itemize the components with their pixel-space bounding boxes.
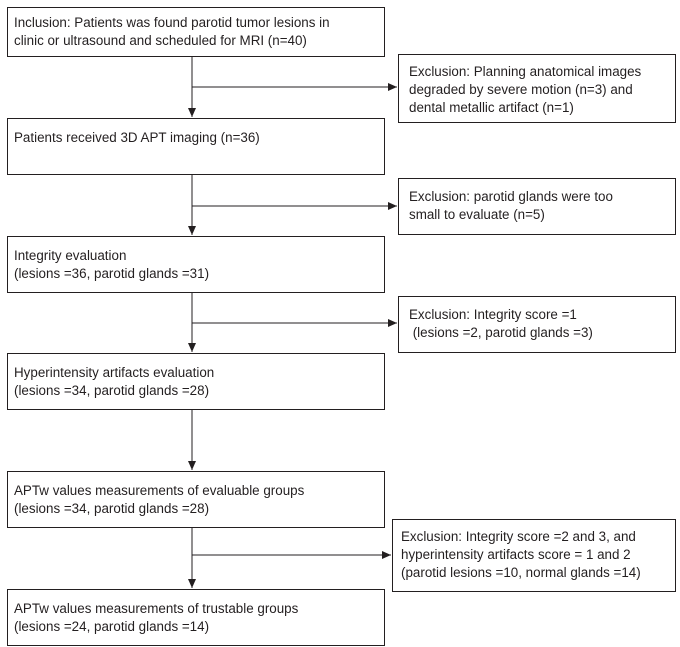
exclusion4-line-1: Exclusion: Integrity score =2 and 3, and [401,529,636,544]
exclusion-box-small-glands: Exclusion: parotid glands were too small… [398,178,676,235]
exclusion-box-motion-artifact: Exclusion: Planning anatomical images de… [398,54,676,123]
inclusion-box: Inclusion: Patients was found parotid tu… [7,7,385,57]
apt-imaging-line-1: Patients received 3D APT imaging (n=36) [14,130,260,145]
exclusion4-line-2: hyperintensity artifacts score = 1 and 2 [401,547,631,562]
hyperintensity-evaluation-box: Hyperintensity artifacts evaluation (les… [7,353,385,410]
trustable-groups-box: APTw values measurements of trustable gr… [7,589,385,646]
evaluable-groups-box: APTw values measurements of evaluable gr… [7,471,385,528]
exclusion1-line-3: dental metallic artifact (n=1) [409,100,574,115]
exclusion3-line-1: Exclusion: Integrity score =1 [409,307,577,322]
hyperintensity-line-1: Hyperintensity artifacts evaluation [14,365,215,380]
exclusion1-line-1: Exclusion: Planning anatomical images [409,64,642,79]
exclusion-box-integrity-score: Exclusion: Integrity score =1 (lesions =… [398,296,676,353]
exclusion-box-scores: Exclusion: Integrity score =2 and 3, and… [392,519,676,592]
evaluable-line-1: APTw values measurements of evaluable gr… [14,483,305,498]
exclusion2-line-1: Exclusion: parotid glands were too [409,189,613,204]
exclusion1-line-2: degraded by severe motion (n=3) and [409,82,633,97]
exclusion3-line-2: (lesions =2, parotid glands =3) [409,325,593,340]
integrity-line-2: (lesions =36, parotid glands =31) [14,266,210,281]
inclusion-line-2: clinic or ultrasound and scheduled for M… [14,33,307,48]
evaluable-line-2: (lesions =34, parotid glands =28) [14,501,210,516]
apt-imaging-box: Patients received 3D APT imaging (n=36) [7,118,385,175]
trustable-line-2: (lesions =24, parotid glands =14) [14,619,210,634]
exclusion4-line-3: (parotid lesions =10, normal glands =14) [401,565,641,580]
trustable-line-1: APTw values measurements of trustable gr… [14,601,299,616]
hyperintensity-line-2: (lesions =34, parotid glands =28) [14,383,210,398]
integrity-line-1: Integrity evaluation [14,248,127,263]
integrity-evaluation-box: Integrity evaluation (lesions =36, parot… [7,236,385,293]
exclusion2-line-2: small to evaluate (n=5) [409,207,545,222]
inclusion-line-1: Inclusion: Patients was found parotid tu… [14,15,330,30]
